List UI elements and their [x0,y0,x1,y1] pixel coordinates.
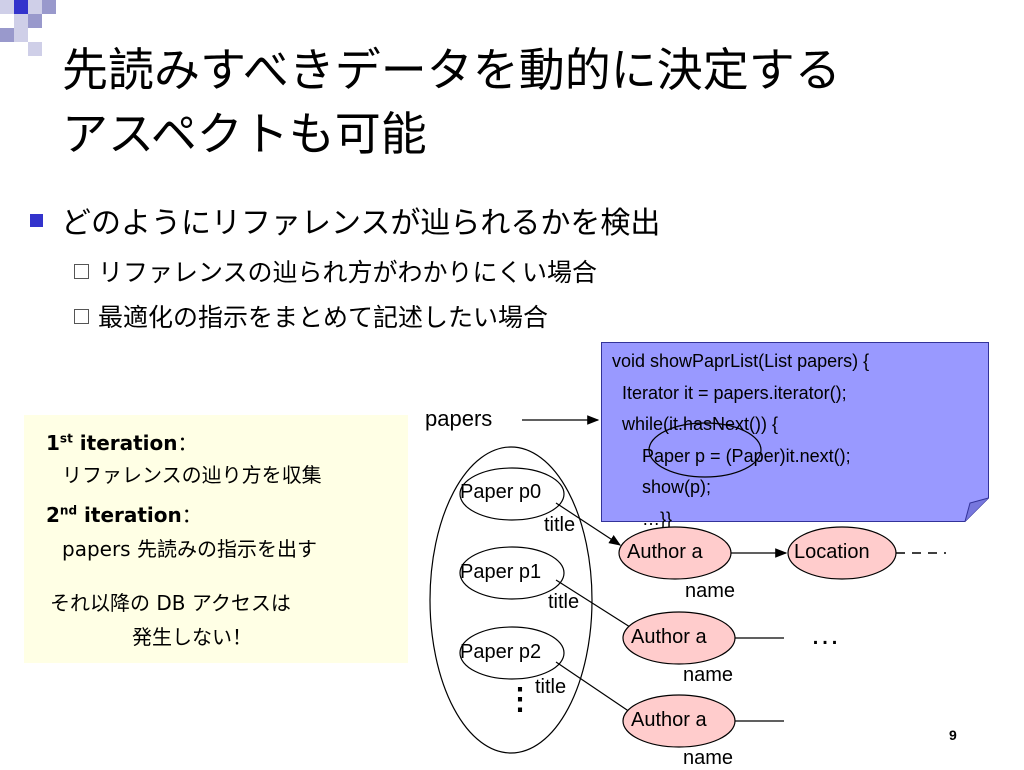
papers-collection [429,446,593,754]
iteration2-heading: 2nd iteration： [46,503,202,527]
corner-squares-icon [0,0,56,56]
code-line: Iterator it = papers.iterator(); [612,382,847,403]
sub-bullet-item: リファレンスの辿られ方がわかりにくい場合 [74,253,597,289]
paper-node [459,546,565,600]
author-label: Author a [631,709,707,731]
more-ellipsis: … [810,618,840,651]
sub-bullet-text: 最適化の指示をまとめて記述したい場合 [98,303,549,332]
paper-p1-label: Paper p1 [460,561,542,583]
slide-title-line2: アスペクトも可能 [62,107,427,161]
code-line: void showPaprList(List papers) { [612,351,870,371]
code-line: …}} [612,508,673,529]
title-link [555,661,631,713]
bullet-text: どのようにリファレンスが辿られるかを検出 [61,206,661,241]
bullet-square-icon [30,213,43,227]
iteration1-desc: リファレンスの辿り方を収集 [62,463,322,487]
slide-title: 先読みすべきデータを動的に決定する アスペクトも可能 [62,38,1002,166]
paper-node [459,467,565,521]
sub-bullet-item: 最適化の指示をまとめて記述したい場合 [74,298,548,334]
page-number: 9 [949,727,957,743]
iteration2-desc: papers 先読みの指示を出す [62,537,317,561]
title-link [555,579,631,628]
after-note-line2: 発生しない！ [132,625,252,649]
paper-node [459,626,565,680]
slide-title-line1: 先読みすべきデータを動的に決定する [62,43,841,97]
bullet-item: どのようにリファレンスが辿られるかを検出 [30,198,660,242]
title-link-arrow [555,502,622,546]
code-line: show(p); [612,477,712,497]
iteration-notes: 1st iteration： リファレンスの辿り方を収集 2nd iterati… [24,415,408,663]
name-label: name [685,580,736,602]
title-label: title [535,676,567,698]
corner-decoration [0,0,80,60]
paper-p0-label: Paper p0 [460,481,542,503]
location-label: Location [794,541,870,563]
sub-bullet-text: リファレンスの辿られ方がわかりにくい場合 [98,258,598,287]
more-papers-ellipsis: ⋮ [505,683,535,716]
title-label: title [544,514,576,536]
hollow-square-icon [74,263,89,279]
papers-label: papers [425,406,493,431]
name-label: name [683,664,734,686]
author-label: Author a [631,626,707,648]
title-label: title [548,591,580,613]
paper-p2-label: Paper p2 [460,641,542,663]
iteration1-heading: 1st iteration： [46,431,198,455]
name-label: name [683,747,734,769]
author-label: Author a [627,541,703,563]
hollow-square-icon [74,308,89,324]
highlight-circle [648,422,762,478]
after-note-line1: それ以降の DB アクセスは [50,591,291,615]
